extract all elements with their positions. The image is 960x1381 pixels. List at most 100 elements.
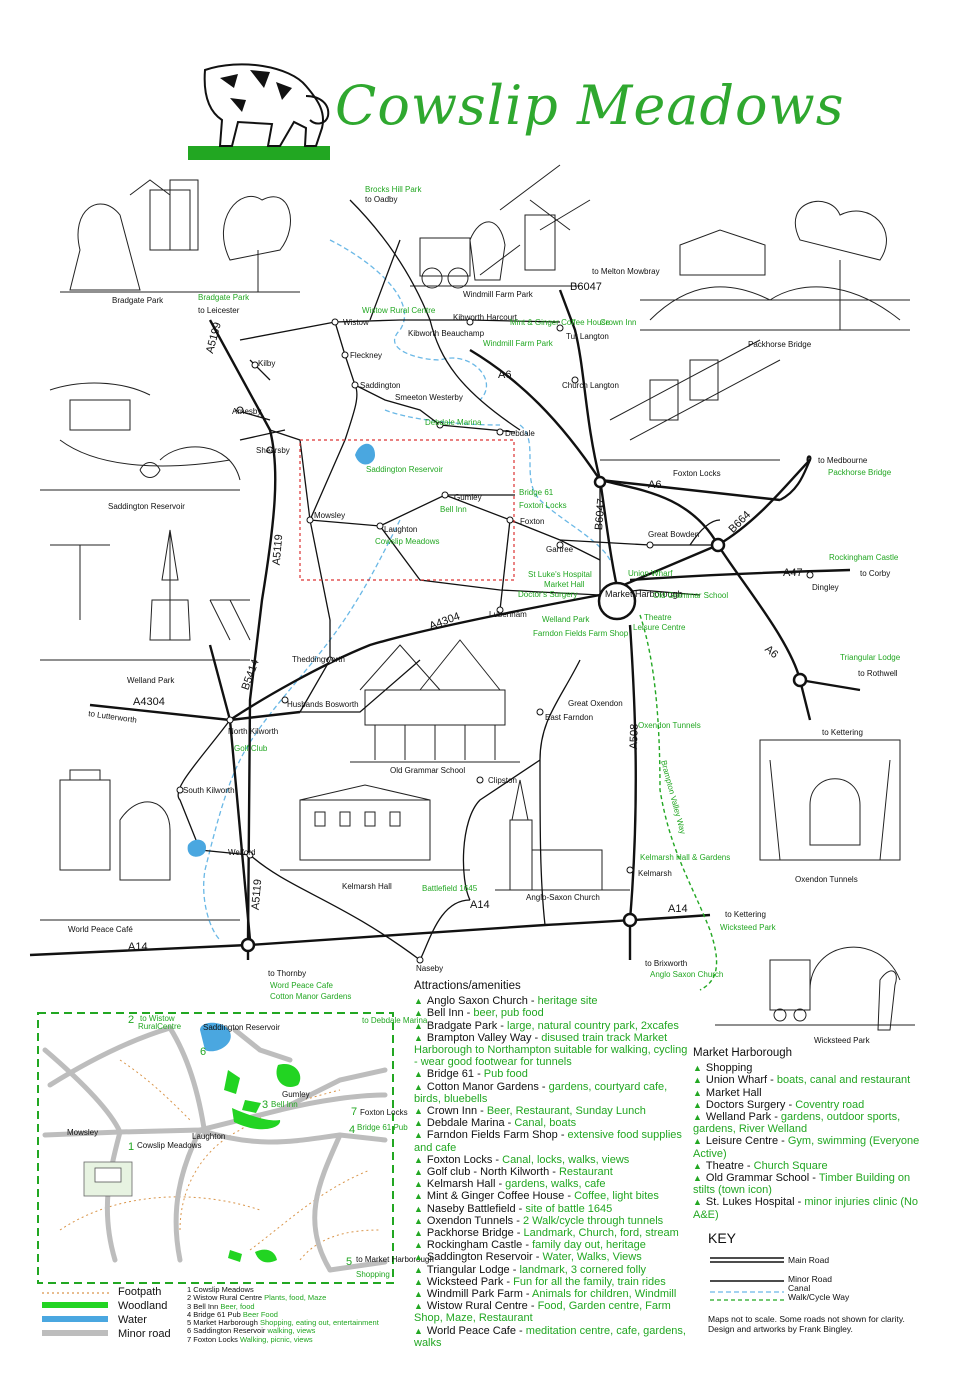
inset-shopping[interactable]: Shopping [356, 1270, 390, 1279]
label-arnesby: Arnesby [232, 407, 261, 416]
attraction-name: Union Wharf [705, 1074, 768, 1087]
inset-to-debdale[interactable]: to Debdale Marina [362, 1016, 428, 1025]
label-crown-inn[interactable]: Crown Inn [600, 318, 636, 327]
attraction-item[interactable]: ▲Welland Park - gardens, outdoor sports,… [693, 1111, 933, 1135]
attraction-item[interactable]: ▲Old Grammar School - Timber Building on… [693, 1172, 933, 1196]
label-triangular-lodge[interactable]: Triangular Lodge [840, 653, 901, 662]
key-panel: KEY [708, 1231, 948, 1245]
label-bridge61[interactable]: Bridge 61 [519, 488, 554, 497]
attraction-item[interactable]: ▲Market Hall [693, 1087, 933, 1099]
triangle-icon: ▲ [693, 1087, 702, 1098]
label-union-wharf[interactable]: Union Wharf [628, 569, 673, 578]
label-st-lukes[interactable]: St Luke's Hospital [528, 570, 592, 579]
attraction-item[interactable]: ▲Crown Inn - Beer, Restaurant, Sunday Lu… [414, 1105, 694, 1117]
attraction-item[interactable]: ▲World Peace Cafe - meditation centre, c… [414, 1325, 694, 1349]
attraction-item[interactable]: ▲Oxendon Tunnels - 2 Walk/cycle through … [414, 1215, 694, 1227]
label-battlefield[interactable]: Battlefield 1645 [422, 884, 478, 893]
label-anglo-saxon-church[interactable]: Anglo Saxon Church [650, 970, 723, 979]
label-doctors[interactable]: Doctor's Surgery [518, 590, 577, 599]
attraction-desc: Canal, locks, walks, views [502, 1153, 630, 1166]
label-leisure-centre[interactable]: Leisure Centre [633, 623, 686, 632]
inset-bell-inn[interactable]: Bell Inn [271, 1100, 298, 1109]
separator: - [495, 1178, 506, 1191]
attraction-item[interactable]: ▲Mint & Ginger Coffee House - Coffee, li… [414, 1190, 694, 1202]
inset-rural-centre[interactable]: RuralCentre [138, 1022, 182, 1031]
label-brocks-hill[interactable]: Brocks Hill Park [365, 185, 422, 194]
inset-map: 2 to Wistow RuralCentre Saddington Reser… [37, 1012, 434, 1284]
label-a6-top: A6 [498, 369, 511, 381]
inset-gumley: Gumley [282, 1090, 310, 1099]
attraction-item[interactable]: ▲Foxton Locks - Canal, locks, walks, vie… [414, 1154, 694, 1166]
numbered-name: 5 Market Harborough [187, 1318, 258, 1328]
inset-bridge61[interactable]: Bridge 61 Pub [357, 1123, 408, 1132]
attraction-item[interactable]: ▲Farndon Fields Farm Shop - extensive fo… [414, 1129, 694, 1153]
label-kelmarsh-hall-gardens[interactable]: Kelmarsh Hall & Gardens [640, 853, 730, 862]
attraction-item[interactable]: ▲Anglo Saxon Church - heritage site [414, 995, 694, 1007]
label-bell-inn[interactable]: Bell Inn [440, 505, 467, 514]
attraction-item[interactable]: ▲Bridge 61 - Pub food [414, 1068, 694, 1080]
attraction-item[interactable]: ▲Rockingham Castle - family day out, her… [414, 1239, 694, 1251]
inset-to-wistow[interactable]: to Wistow [140, 1014, 175, 1023]
attraction-desc: boats, canal and restaurant [776, 1074, 911, 1087]
key-minor-road: Minor Road [788, 1274, 832, 1284]
label-cowslip-meadows[interactable]: Cowslip Meadows [375, 537, 439, 546]
label-old-grammar-school[interactable]: Old Grammar School [653, 591, 728, 600]
label-cotton-manor[interactable]: Cotton Manor Gardens [270, 992, 351, 1001]
attraction-item[interactable]: ▲Naseby Battlefield - site of battle 164… [414, 1203, 694, 1215]
label-rockingham[interactable]: Rockingham Castle [829, 553, 899, 562]
attraction-item[interactable]: ▲Debdale Marina - Canal, boats [414, 1117, 694, 1129]
label-word-peace-cafe[interactable]: Word Peace Cafe [270, 981, 334, 990]
attraction-item[interactable]: ▲Windmill Park Farm - Animals for childr… [414, 1288, 694, 1300]
label-saddington-reservoir[interactable]: Saddington Reservoir [366, 465, 443, 474]
attraction-item[interactable]: ▲Bell Inn - beer, pub food [414, 1007, 694, 1019]
label-wistow-rural[interactable]: Wistow Rural Centre [362, 306, 436, 315]
separator: - [771, 1111, 781, 1124]
attraction-item[interactable]: ▲Golf club - North Kilworth - Restaurant [414, 1166, 694, 1178]
label-wicksteed-park[interactable]: Wicksteed Park [720, 923, 777, 932]
attraction-item[interactable]: ▲Bradgate Park - large, natural country … [414, 1020, 694, 1032]
attraction-item[interactable]: ▲Cotton Manor Gardens - gardens, courtya… [414, 1081, 694, 1105]
attraction-item[interactable]: ▲St. Lukes Hospital - minor injuries cli… [693, 1196, 933, 1220]
attraction-item[interactable]: ▲Wistow Rural Centre - Food, Garden cent… [414, 1300, 694, 1324]
label-bradgate-attr[interactable]: Bradgate Park [198, 293, 250, 302]
attraction-item[interactable]: ▲Wicksteed Park - Fun for all the family… [414, 1276, 694, 1288]
numbered-desc: Walking, picnic, views [239, 1334, 313, 1344]
legend-footpath: Footpath [118, 1286, 162, 1298]
label-shearsby: Shearsby [256, 446, 290, 455]
attraction-item[interactable]: ▲Doctors Surgery - Coventry road [693, 1099, 933, 1111]
label-foxton-locks[interactable]: Foxton Locks [519, 501, 567, 510]
separator: - [513, 1214, 523, 1227]
label-market-hall[interactable]: Market Hall [544, 580, 585, 589]
label-mint-ginger[interactable]: Mint & Ginger Coffee House [510, 318, 610, 327]
legend-swatches [42, 1292, 110, 1336]
label-windmill-farm[interactable]: Windmill Farm Park [483, 339, 554, 348]
attraction-item[interactable]: ▲Leisure Centre - Gym, swimming (Everyon… [693, 1135, 933, 1159]
attraction-item[interactable]: ▲Triangular Lodge - landmark, 3 cornered… [414, 1264, 694, 1276]
attraction-item[interactable]: ▲Packhorse Bridge - Landmark, Church, fo… [414, 1227, 694, 1239]
attraction-item[interactable]: ▲Theatre - Church Square [693, 1160, 933, 1172]
attraction-item[interactable]: ▲Saddington Reservoir - Water, Walks, Vi… [414, 1251, 694, 1263]
attraction-item[interactable]: ▲Brampton Valley Way - disused train tra… [414, 1032, 694, 1069]
label-oxendon-tunnels[interactable]: Oxendon Tunnels [638, 721, 701, 730]
label-golf-club[interactable]: Golf Club [234, 744, 268, 753]
label-kelmarsh: Kelmarsh [638, 869, 672, 878]
attraction-item[interactable]: ▲Shopping [693, 1062, 933, 1074]
label-mh-text: Market Harborough [605, 589, 683, 599]
attraction-name: Kelmarsh Hall [426, 1178, 496, 1191]
attraction-item[interactable]: ▲Kelmarsh Hall - gardens, walks, cafe [414, 1178, 694, 1190]
attraction-item[interactable]: ▲Union Wharf - boats, canal and restaura… [693, 1074, 933, 1086]
label-farndon-fields[interactable]: Farndon Fields Farm Shop [533, 629, 629, 638]
label-husbands-bosworth: Husbands Bosworth [287, 700, 359, 709]
label-welland-park[interactable]: Welland Park [542, 615, 590, 624]
inset-cowslip-meadows: Cowslip Meadows [137, 1141, 201, 1150]
attraction-name: Anglo Saxon Church [426, 995, 528, 1008]
label-debdale-marina[interactable]: Debdale Marina [425, 418, 482, 427]
label-brampton-valley-way[interactable]: Brampton Valley Way [659, 759, 687, 835]
label-theatre[interactable]: Theatre [644, 613, 672, 622]
separator: - [527, 995, 538, 1008]
legend-water: Water [118, 1314, 147, 1326]
label-gartree: Gartree [546, 545, 574, 554]
label-packhorse-bridge[interactable]: Packhorse Bridge [828, 468, 892, 477]
numbered-desc: Beer, food [220, 1301, 255, 1311]
